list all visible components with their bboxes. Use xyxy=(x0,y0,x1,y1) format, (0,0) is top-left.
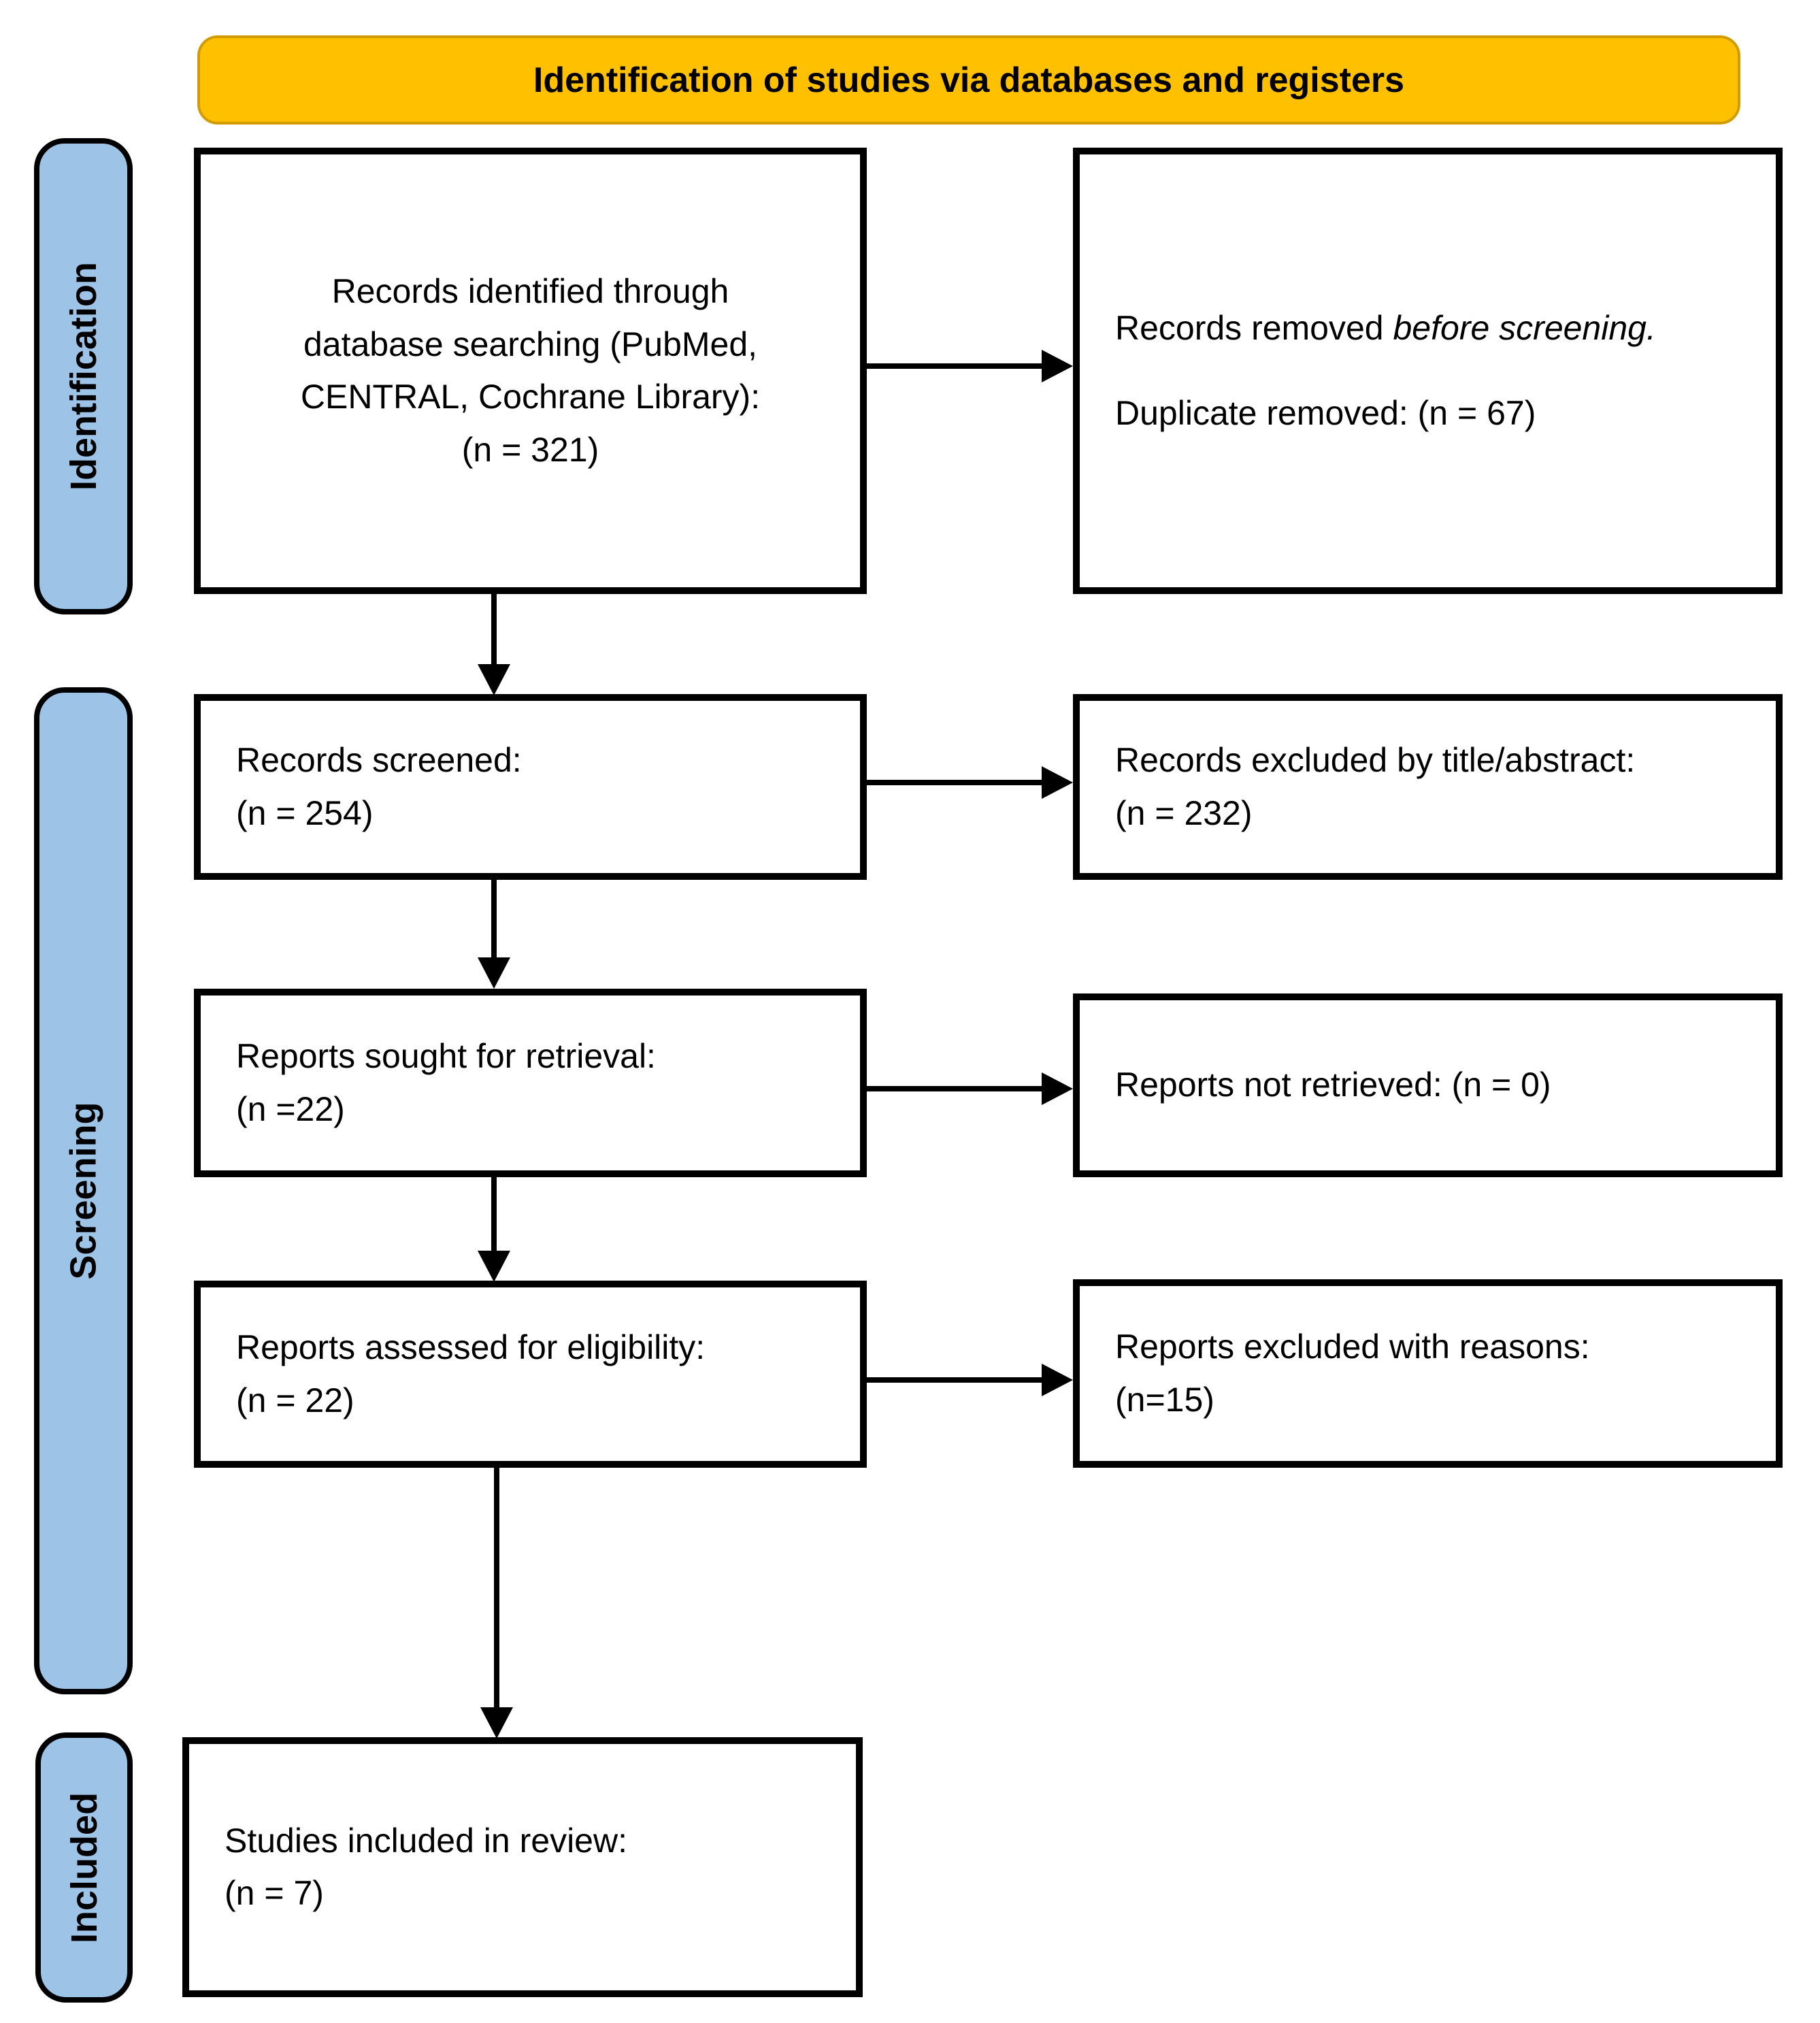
box-records-excluded: Records excluded by title/abstract: (n =… xyxy=(1073,694,1783,880)
stage-label-identification: Identification xyxy=(63,262,104,491)
records-excluded-text: Records excluded by title/abstract: xyxy=(1115,741,1636,779)
box-records-screened: Records screened: (n = 254) xyxy=(194,694,867,880)
reports-assessed-count: (n = 22) xyxy=(236,1381,354,1419)
box-records-identified: Records identified through database sear… xyxy=(194,148,867,594)
reports-excluded-count: (n=15) xyxy=(1115,1380,1214,1419)
banner: Identification of studies via databases … xyxy=(197,35,1740,125)
stage-bar-screening: Screening xyxy=(34,687,133,1694)
arrow-identified-to-screened-head xyxy=(478,664,510,695)
studies-included-count: (n = 7) xyxy=(225,1874,324,1912)
studies-included-text: Studies included in review: xyxy=(225,1821,627,1860)
arrow-assessed-to-excluded-line xyxy=(867,1377,1044,1383)
banner-title: Identification of studies via databases … xyxy=(533,60,1405,100)
records-removed-text: Records removed before screening. xyxy=(1115,302,1656,355)
arrow-assessed-to-excluded-head xyxy=(1042,1364,1073,1396)
arrow-screened-to-excluded-head xyxy=(1042,766,1073,799)
records-removed-italic: before screening. xyxy=(1393,308,1656,347)
records-screened-text: Records screened: xyxy=(236,741,522,779)
arrow-identified-to-screened-line xyxy=(491,594,497,667)
reports-excluded-text: Reports excluded with reasons: xyxy=(1115,1328,1590,1366)
records-excluded-count: (n = 232) xyxy=(1115,793,1253,832)
box-reports-not-retrieved: Reports not retrieved: (n = 0) xyxy=(1073,993,1783,1177)
stage-label-screening: Screening xyxy=(63,1102,104,1280)
arrow-screened-to-excluded-line xyxy=(867,780,1044,785)
arrow-sought-to-notretrieved-line xyxy=(867,1086,1044,1091)
reports-sought-text: Reports sought for retrieval: xyxy=(236,1037,656,1075)
box-reports-sought: Reports sought for retrieval: (n =22) xyxy=(194,989,867,1177)
stage-label-included: Included xyxy=(63,1792,105,1943)
arrow-assessed-to-included-line xyxy=(494,1468,499,1710)
records-removed-count: Duplicate removed: (n = 67) xyxy=(1115,394,1536,432)
arrow-assessed-to-included-head xyxy=(480,1707,513,1739)
arrow-sought-to-notretrieved-head xyxy=(1042,1072,1073,1105)
stage-bar-included: Included xyxy=(35,1732,133,2003)
box-reports-excluded: Reports excluded with reasons: (n=15) xyxy=(1073,1279,1783,1468)
records-screened-count: (n = 254) xyxy=(236,793,374,832)
arrow-screened-to-sought-head xyxy=(478,957,510,989)
box-records-removed: Records removed before screening. Duplic… xyxy=(1073,148,1783,594)
reports-not-retrieved-text: Reports not retrieved: (n = 0) xyxy=(1115,1066,1551,1104)
arrow-sought-to-assessed-head xyxy=(478,1251,510,1282)
reports-assessed-text: Reports assessed for eligibility: xyxy=(236,1328,706,1366)
box-studies-included: Studies included in review: (n = 7) xyxy=(182,1737,863,1997)
arrow-sought-to-assessed-line xyxy=(491,1177,497,1253)
stage-bar-identification: Identification xyxy=(34,138,133,614)
records-removed-prefix: Records removed xyxy=(1115,308,1393,347)
records-identified-text: Records identified through database sear… xyxy=(300,272,761,416)
arrow-identified-to-removed-head xyxy=(1042,350,1073,382)
arrow-identified-to-removed-line xyxy=(867,363,1044,369)
arrow-screened-to-sought-line xyxy=(491,880,497,960)
reports-sought-count: (n =22) xyxy=(236,1089,345,1128)
box-reports-assessed: Reports assessed for eligibility: (n = 2… xyxy=(194,1281,867,1468)
records-identified-count: (n = 321) xyxy=(461,430,599,469)
